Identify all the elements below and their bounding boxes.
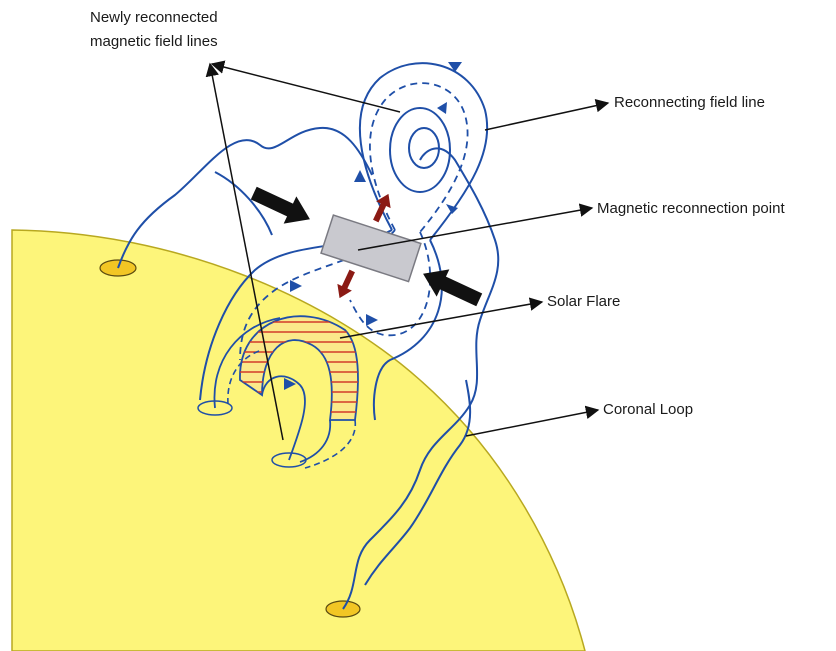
label-solar-flare: Solar Flare — [547, 293, 620, 310]
inflow-arrow-left — [247, 180, 316, 233]
label-magnetic-reconnection-point: Magnetic reconnection point — [597, 200, 785, 217]
label-newly-reconnected-line1: Newly reconnected — [90, 9, 218, 26]
outflow-arrow-down — [332, 268, 359, 302]
pointer-reconnection-point — [358, 208, 592, 250]
outflow-arrow-up — [369, 190, 396, 224]
label-newly-reconnected-line2: magnetic field lines — [90, 33, 218, 50]
pointer-coronal-loop — [466, 410, 598, 436]
field-arrow-5 — [290, 280, 302, 292]
label-reconnecting-field-line: Reconnecting field line — [614, 94, 765, 111]
field-arrow-3 — [354, 170, 366, 182]
field-arrow-2 — [437, 102, 447, 114]
inflow-arrow-right — [417, 260, 486, 313]
field-arrow-6 — [366, 314, 378, 326]
pointer-reconnecting-field-line — [485, 103, 608, 130]
sun-surface — [12, 230, 585, 651]
label-coronal-loop: Coronal Loop — [603, 401, 693, 418]
field-arrow-1 — [448, 62, 462, 72]
